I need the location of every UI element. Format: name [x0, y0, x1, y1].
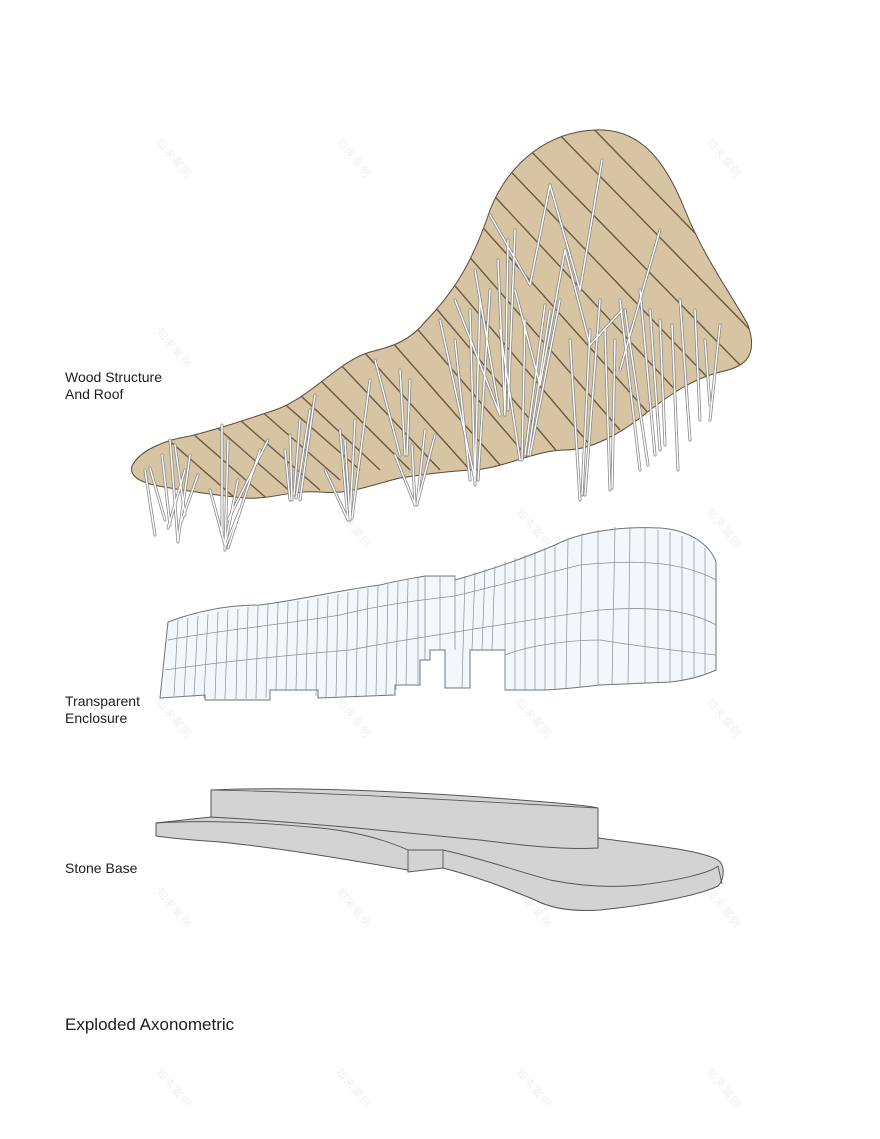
- label-line: And Roof: [65, 386, 124, 402]
- layer-label-base: Stone Base: [65, 860, 137, 877]
- layer-label-enclosure: Transparent Enclosure: [65, 693, 140, 727]
- label-line: Transparent: [65, 693, 140, 709]
- label-line: Stone Base: [65, 860, 138, 876]
- diagram-title: Exploded Axonometric: [65, 1015, 235, 1034]
- label-line: Wood Structure: [65, 369, 163, 385]
- label-line: Enclosure: [65, 710, 128, 726]
- layer-label-roof: Wood Structure And Roof: [65, 369, 162, 403]
